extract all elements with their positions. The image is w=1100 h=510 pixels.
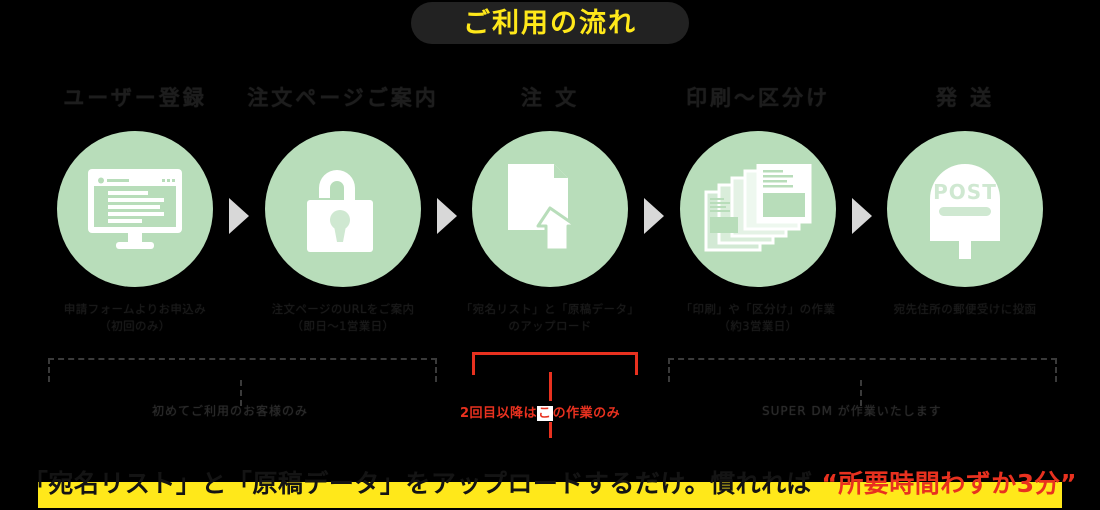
step-3-heading: 注 文 <box>520 86 580 110</box>
step-2: 注文ページご案内 注文ページのURLをご案内 （即日〜1営業日） <box>238 88 448 334</box>
step-4-heading: 印刷〜区分け <box>686 86 830 110</box>
step-1-icon-circle <box>57 131 213 287</box>
step-5: 発 送 POST 宛先住所の郵便受けに投函 <box>860 88 1070 318</box>
banner-highlight-band <box>38 482 1062 508</box>
open-padlock-icon <box>307 170 373 252</box>
step-5-caption: 宛先住所の郵便受けに投函 <box>893 302 1037 316</box>
stacked-documents-icon <box>704 164 812 252</box>
left-bracket-stem <box>240 380 242 406</box>
step-2-heading: 注文ページご案内 <box>247 86 439 110</box>
step-4-icon-circle <box>680 131 836 287</box>
step-4: 印刷〜区分け <box>653 88 863 334</box>
mailbox-post-icon: POST <box>930 164 1000 259</box>
banner-text-main: 「宛名リスト」と「原稿データ」をアップロードするだけ。慣れれば <box>22 469 822 498</box>
step-2-icon-circle <box>265 131 421 287</box>
step-5-heading: 発 送 <box>935 86 995 110</box>
step-1: ユーザー登録 <box>30 88 240 334</box>
arrow-step2-to-step3-icon <box>437 198 457 234</box>
page-title-pill: ご利用の流れ <box>411 2 689 44</box>
mailbox-post-label: POST <box>933 180 997 204</box>
right-bracket-label: SUPER DM が作業いたします <box>762 404 942 418</box>
page-title: ご利用の流れ <box>463 7 637 39</box>
right-bracket-stem <box>860 380 862 406</box>
center-red-label-highlight: こ <box>537 406 553 421</box>
left-bracket-label: 初めてご利用のお客様のみ <box>152 404 309 418</box>
banner-text-red: “所要時間わずか3分” <box>821 469 1078 498</box>
step-4-caption: 「印刷」や「区分け」の作業 （約3営業日） <box>680 302 836 333</box>
center-red-bracket-label: 2回目以降はこの作業のみ <box>460 401 621 422</box>
center-red-label-post: の作業のみ <box>552 406 621 421</box>
step-1-heading: ユーザー登録 <box>63 86 207 110</box>
center-red-label-pre: 2回目以降は <box>460 406 538 421</box>
right-bracket <box>668 358 1057 382</box>
arrow-step4-to-step5-icon <box>852 198 872 234</box>
step-3-icon-circle <box>472 131 628 287</box>
left-bracket <box>48 358 437 382</box>
step-1-caption: 申請フォームよりお申込み （初回のみ） <box>63 302 207 333</box>
center-red-bracket <box>472 352 638 375</box>
banner-text: 「宛名リスト」と「原稿データ」をアップロードするだけ。慣れれば “所要時間わずか… <box>0 462 1100 506</box>
monitor-form-icon <box>88 169 182 249</box>
document-upload-icon <box>508 164 578 252</box>
step-5-icon-circle: POST <box>887 131 1043 287</box>
arrow-step3-to-step4-icon <box>644 198 664 234</box>
step-2-caption: 注文ページのURLをご案内 （即日〜1営業日） <box>271 302 415 333</box>
arrow-step1-to-step2-icon <box>229 198 249 234</box>
step-3-caption: 「宛名リスト」と「原稿データ」 のアップロード <box>460 302 640 333</box>
steps-row: ユーザー登録 <box>0 88 1100 338</box>
bottom-banner: 「宛名リスト」と「原稿データ」をアップロードするだけ。慣れれば “所要時間わずか… <box>0 462 1100 510</box>
step-3: 注 文 「宛名リスト」と「原稿データ」 のアップロード <box>445 88 655 334</box>
